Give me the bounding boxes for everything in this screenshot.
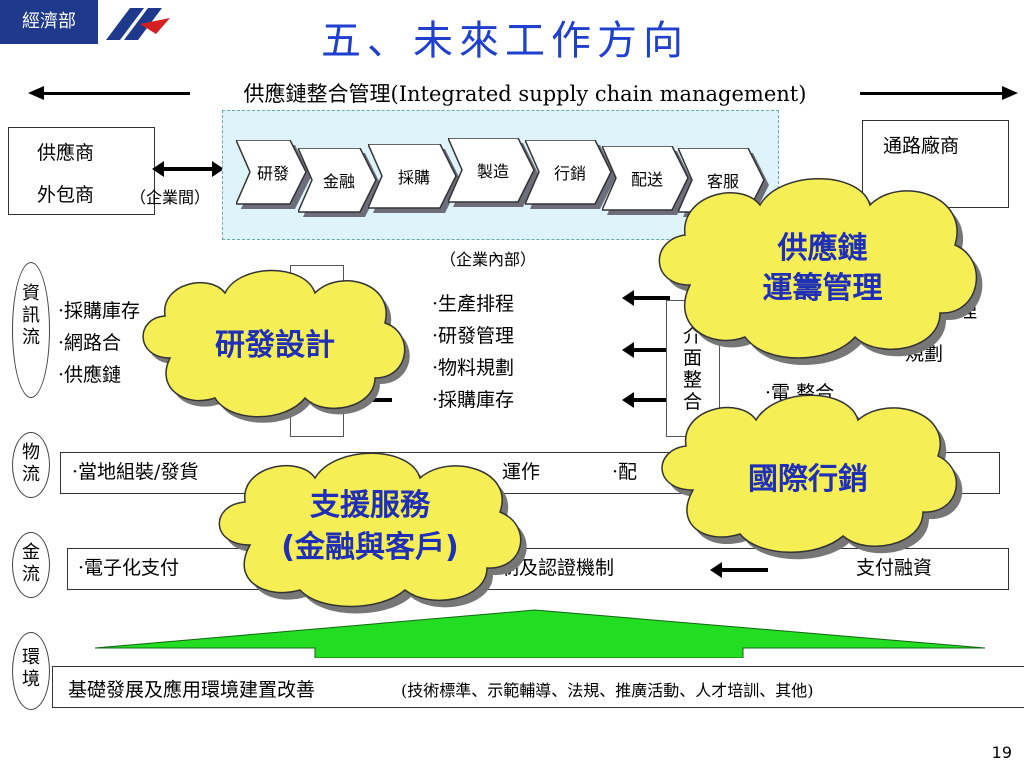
info-flow-label: 資訊流 bbox=[12, 262, 50, 398]
left-arrow-line bbox=[40, 92, 190, 95]
process-step-label: 客服 bbox=[706, 172, 739, 191]
internal-note: （企業內部） bbox=[440, 250, 537, 269]
cloud-rd: 研發設計 bbox=[130, 258, 420, 428]
info-arrow-head-1 bbox=[622, 290, 634, 306]
ministry-badge: 經濟部 bbox=[0, 0, 98, 44]
channel-label: 通路廠商 bbox=[883, 135, 960, 157]
cloud-support-line2: (金融與客戶) bbox=[281, 530, 459, 565]
info-left-item: ·採購庫存 bbox=[58, 300, 141, 322]
process-step: 配送 bbox=[602, 146, 696, 215]
logistics-item: ·配 bbox=[612, 461, 638, 483]
info-middle-item: ·採購庫存 bbox=[432, 389, 515, 411]
foundation-green-arrow bbox=[94, 608, 986, 659]
logistics-label: 物流 bbox=[12, 432, 50, 498]
cloud-rd-text: 研發設計 bbox=[215, 328, 335, 363]
finance-arrow bbox=[718, 568, 768, 572]
cloud-marketing: 國際行銷 bbox=[648, 382, 968, 567]
supplier-arrow-head-right bbox=[212, 161, 224, 177]
process-step-label: 採購 bbox=[397, 168, 430, 187]
process-step: 研發 bbox=[236, 140, 314, 209]
process-step: 金融 bbox=[298, 148, 384, 217]
page-number: 19 bbox=[991, 743, 1012, 762]
info-middle-item: ·生產排程 bbox=[432, 293, 515, 315]
cloud-marketing-text: 國際行銷 bbox=[748, 462, 868, 497]
cloud-scm: 供應鏈 運籌管理 bbox=[645, 165, 1000, 375]
logistics-item: 運作 bbox=[502, 461, 541, 483]
info-arrow-4 bbox=[370, 398, 392, 402]
left-arrow-head bbox=[28, 86, 44, 100]
ministry-logo bbox=[100, 0, 175, 54]
finance-item: 支付融資 bbox=[856, 557, 933, 579]
logistics-item: ·當地組裝/發貨 bbox=[72, 461, 199, 483]
info-arrow-2 bbox=[625, 348, 670, 352]
supplier-label: 供應商 bbox=[37, 142, 95, 164]
supplier-arrow-head-left bbox=[152, 161, 164, 177]
outsourcer-label: 外包商 bbox=[37, 184, 95, 206]
inter-company-note: （企業間） bbox=[130, 188, 211, 207]
info-arrow-head-2 bbox=[622, 342, 634, 358]
channel-box: 通路廠商 bbox=[862, 120, 1009, 208]
finance-box bbox=[67, 548, 1009, 590]
process-step-label: 研發 bbox=[256, 164, 289, 183]
process-step-label: 製造 bbox=[476, 162, 509, 181]
finance-arrow-head bbox=[710, 562, 722, 578]
subtitle: 供應鏈整合管理(Integrated supply chain manageme… bbox=[243, 82, 807, 106]
info-middle-item: ·研發管理 bbox=[432, 325, 515, 347]
supplier-double-arrow bbox=[160, 167, 215, 171]
finance-item: 制及認證機制 bbox=[500, 557, 615, 579]
process-step: 採購 bbox=[368, 144, 464, 213]
environment-box: 基礎發展及應用環境建置改善 (技術標準、示範輔導、法規、推廣活動、人才培訓、其他… bbox=[52, 666, 1024, 708]
right-arrow-line bbox=[860, 92, 1005, 95]
process-step: 行銷 bbox=[525, 140, 619, 209]
info-left-item: ·供應鏈 bbox=[58, 364, 122, 386]
environment-label: 環境 bbox=[12, 632, 50, 710]
process-step: 製造 bbox=[448, 138, 542, 207]
environment-detail-text: (技術標準、示範輔導、法規、推廣活動、人才培訓、其他) bbox=[401, 681, 814, 700]
cloud-scm-line2: 運籌管理 bbox=[762, 271, 883, 306]
info-arrow-1 bbox=[625, 296, 670, 300]
process-step-label: 配送 bbox=[630, 170, 663, 189]
environment-main-text: 基礎發展及應用環境建置改善 bbox=[68, 679, 316, 701]
process-step-label: 金融 bbox=[322, 172, 355, 191]
cloud-scm-line1: 供應鏈 bbox=[777, 231, 868, 266]
process-step-label: 行銷 bbox=[553, 164, 586, 183]
cloud-support: 支援服務 (金融與客戶) bbox=[205, 440, 535, 620]
info-arrow-3 bbox=[625, 398, 670, 402]
finance-label: 金流 bbox=[12, 532, 50, 598]
finance-item: ·電子化支付 bbox=[78, 557, 180, 579]
supplier-box: 供應商 外包商 bbox=[8, 127, 155, 215]
right-arrow-head bbox=[1002, 86, 1018, 100]
info-arrow-head-3 bbox=[622, 392, 634, 408]
info-middle-list: ·生產排程 ·研發管理 ·物料規劃 ·採購庫存 bbox=[432, 288, 514, 416]
info-left-item: ·網路合 bbox=[58, 332, 122, 354]
info-middle-item: ·物料規劃 bbox=[432, 357, 515, 379]
info-left-list: ·採購庫存 ·網路合 ·供應鏈 bbox=[58, 295, 140, 391]
cloud-support-line1: 支援服務 bbox=[310, 488, 430, 523]
page-title: 五、未來工作方向 bbox=[321, 18, 689, 64]
